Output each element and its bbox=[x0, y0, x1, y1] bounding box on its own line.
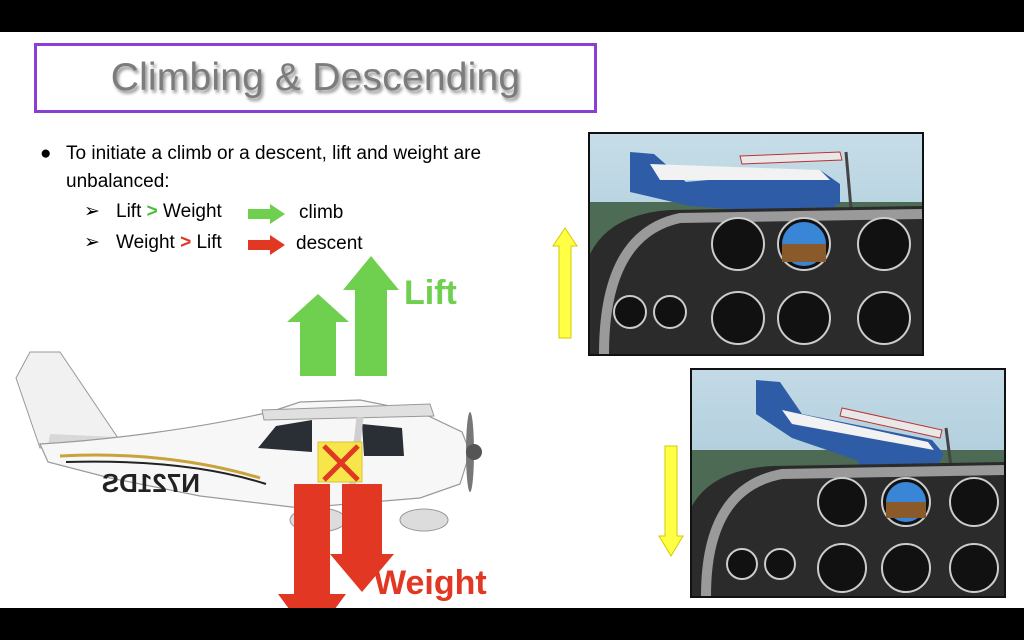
slide: Climbing & Descending ● To initiate a cl… bbox=[0, 32, 1024, 608]
weight-label: Weight bbox=[374, 564, 487, 602]
climb-result: climb bbox=[299, 202, 344, 223]
lift-arrow-small bbox=[287, 294, 349, 376]
sub-bullet-descent: ➢ Weight > Lift bbox=[84, 229, 222, 257]
aircraft-illustration: N721DS bbox=[15, 351, 482, 533]
lift-arrow-large bbox=[343, 256, 399, 376]
climb-gt: > bbox=[146, 201, 158, 222]
main-bullet: ● To initiate a climb or a descent, lift… bbox=[40, 140, 560, 196]
green-right-arrow-icon bbox=[248, 204, 285, 224]
down-arrow-icon bbox=[658, 445, 684, 557]
arrowhead-bullet-icon: ➢ bbox=[84, 232, 100, 253]
descent-left: Weight bbox=[116, 232, 175, 253]
arrowhead-bullet-icon: ➢ bbox=[84, 201, 100, 222]
up-arrow-icon bbox=[552, 227, 578, 339]
weight-arrow-large bbox=[278, 484, 346, 608]
lift-label: Lift bbox=[404, 274, 457, 312]
title-box: Climbing & Descending bbox=[34, 43, 597, 113]
slide-title: Climbing & Descending bbox=[110, 56, 521, 99]
red-right-arrow-icon bbox=[248, 235, 285, 255]
main-bullet-text: To initiate a climb or a descent, lift a… bbox=[66, 143, 482, 192]
climb-cockpit-photo bbox=[588, 132, 924, 356]
descent-gt: > bbox=[180, 232, 192, 253]
sub-bullet-climb: ➢ Lift > Weight bbox=[84, 198, 222, 226]
descent-result: descent bbox=[296, 233, 363, 254]
force-diagram: N721DS bbox=[15, 256, 482, 608]
climb-left: Lift bbox=[116, 201, 142, 222]
tail-number: N721DS bbox=[102, 468, 200, 498]
descent-cockpit-photo bbox=[690, 368, 1006, 598]
bullet-dot-icon: ● bbox=[40, 143, 52, 164]
climb-right: Weight bbox=[163, 201, 222, 222]
descent-right: Lift bbox=[196, 232, 222, 253]
weight-arrow-small bbox=[330, 484, 394, 592]
